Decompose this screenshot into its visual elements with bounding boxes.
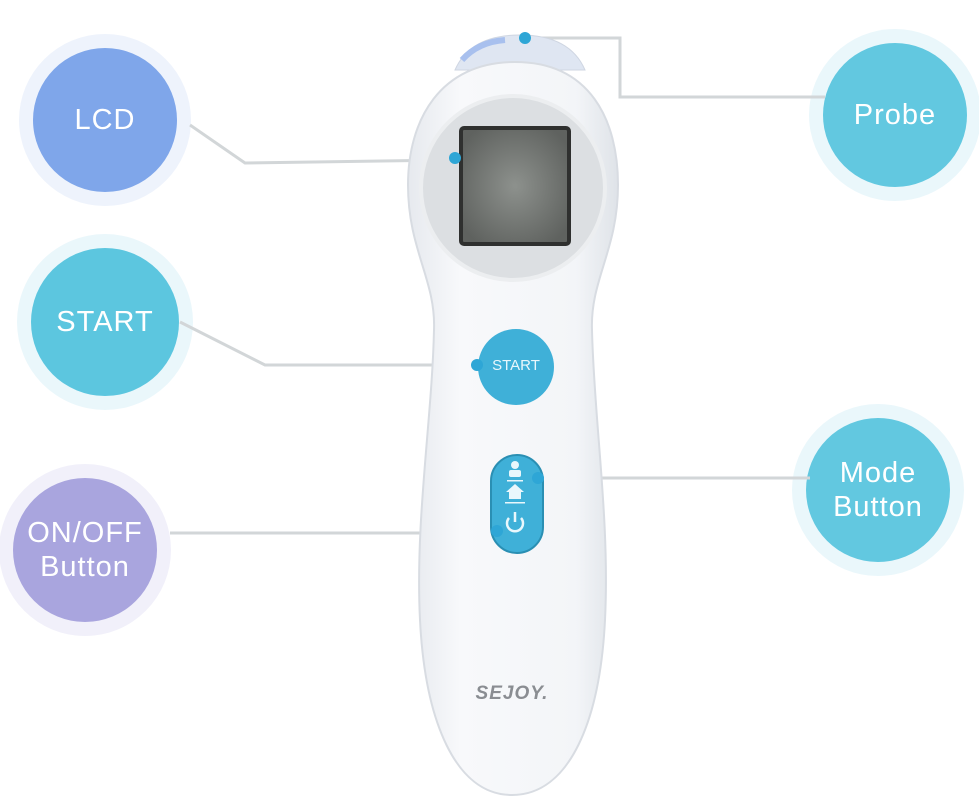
brand-logo: SEJOY. — [475, 683, 549, 704]
start-dot — [471, 359, 483, 371]
label-mode-text: Mode Button — [833, 457, 923, 523]
house-icon — [506, 484, 524, 499]
onoff-dot — [491, 525, 503, 537]
mode-circle — [806, 418, 950, 562]
label-probe: Probe — [823, 43, 967, 187]
lcd-leader — [189, 123, 456, 165]
divider-icon — [505, 502, 525, 504]
probe-shine — [459, 37, 506, 63]
label-lcd: LCD — [33, 48, 177, 192]
person-icon — [511, 461, 519, 469]
callout-dots — [449, 32, 544, 537]
power-icon — [505, 512, 525, 533]
label-start-text: START — [56, 306, 154, 338]
onoff-circle — [13, 478, 157, 622]
start-button[interactable] — [478, 329, 554, 405]
probe-leader — [525, 36, 825, 99]
mode-power-button[interactable] — [490, 454, 544, 554]
label-onoff: ON/OFF Button — [18, 478, 152, 622]
start-leader — [179, 320, 475, 367]
start-button-label: START — [492, 357, 540, 374]
label-lcd-text: LCD — [74, 104, 136, 136]
divider-icon — [507, 480, 523, 482]
label-start: START — [31, 248, 179, 396]
lcd-circle — [33, 48, 177, 192]
mode-dot — [532, 472, 544, 484]
person-icon-body — [509, 470, 521, 477]
mode-icons — [505, 461, 525, 504]
probe-circle — [823, 43, 967, 187]
label-probe-text: Probe — [853, 99, 937, 131]
probe-dot — [519, 32, 531, 44]
lcd-screen — [459, 126, 571, 246]
start-circle — [31, 248, 179, 396]
label-mode: Mode Button — [821, 418, 935, 562]
label-onoff-text: ON/OFF Button — [27, 517, 143, 583]
lcd-dot — [449, 152, 461, 164]
